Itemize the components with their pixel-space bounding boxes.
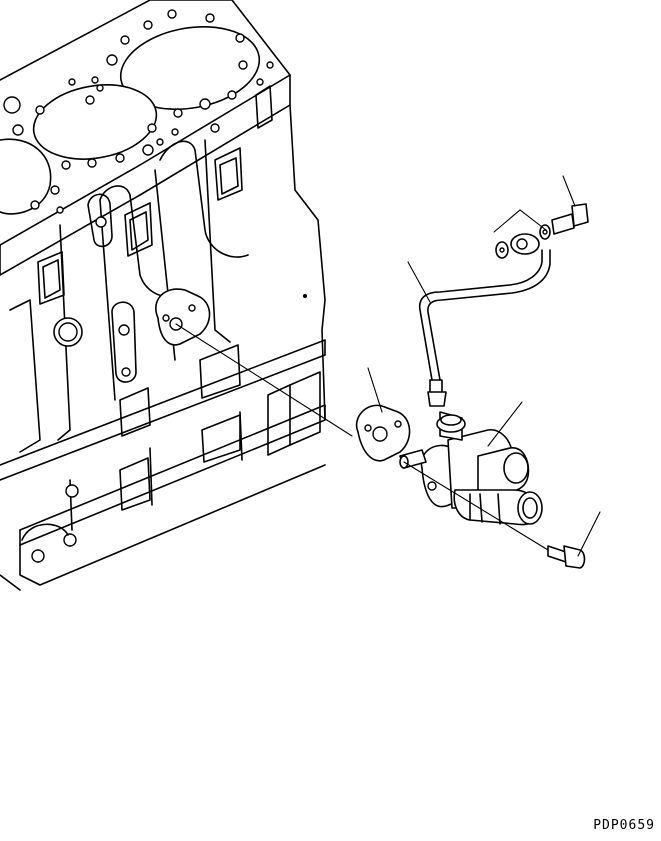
mounting-bolt	[547, 511, 601, 569]
assembly-lines	[175, 323, 549, 551]
fuel-tube	[407, 249, 551, 407]
pump-mounting-pad	[155, 288, 211, 346]
gasket	[355, 367, 411, 462]
drawing-code-label: PDP0659	[593, 818, 655, 833]
fuel-feed-pump	[399, 411, 543, 526]
cylinder-bores	[0, 9, 274, 215]
eye-joint-bolt-assembly	[493, 175, 589, 259]
